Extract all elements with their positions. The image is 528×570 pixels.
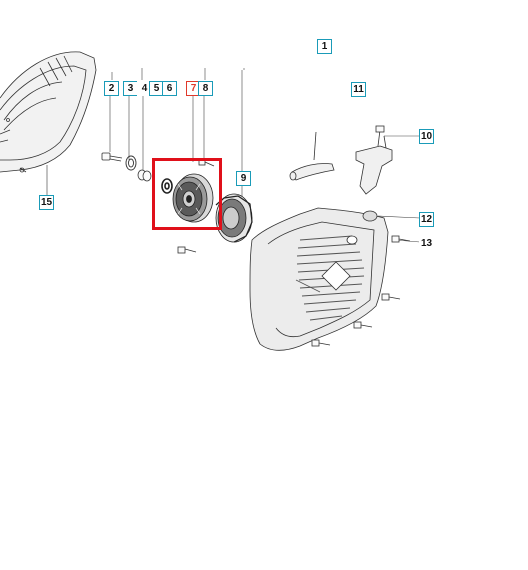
starter-disc-part (215, 193, 253, 243)
callout-1[interactable]: 1 (317, 39, 332, 54)
pulley-part (172, 173, 214, 223)
highlight-box (152, 158, 222, 230)
screw-part-small (177, 246, 197, 254)
callout-2[interactable]: 2 (104, 81, 119, 96)
bushing-part (137, 169, 152, 182)
callout-9[interactable]: 9 (236, 171, 251, 186)
callout-10[interactable]: 10 (419, 129, 435, 144)
fan-cover-part (0, 51, 97, 173)
callout-6[interactable]: 6 (162, 81, 177, 96)
callout-3[interactable]: 3 (123, 81, 138, 96)
screw-part (101, 152, 123, 162)
starter-housing-part (249, 207, 389, 351)
callout-8[interactable]: 8 (198, 81, 213, 96)
callout-11[interactable]: 11 (351, 82, 366, 97)
spring-part (161, 178, 173, 194)
callout-4[interactable]: 4 (137, 81, 152, 96)
washer-part (125, 155, 137, 171)
housing-screws (311, 235, 411, 347)
callout-13[interactable]: 13 (419, 236, 435, 251)
starter-handle-part (289, 125, 393, 195)
callout-5[interactable]: 5 (149, 81, 164, 96)
callout-12[interactable]: 12 (419, 212, 435, 227)
callout-15[interactable]: 15 (39, 195, 55, 210)
